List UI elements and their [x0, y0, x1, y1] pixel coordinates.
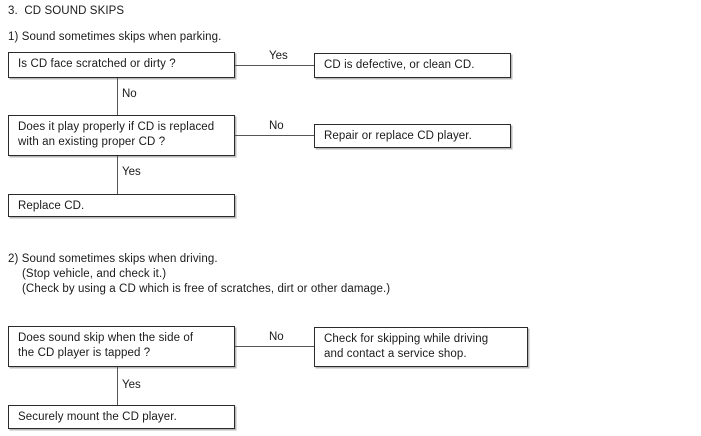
result-box-cd-defective-or-clean: CD is defective, or clean CD.: [314, 53, 511, 78]
page-title: 3. CD SOUND SKIPS: [8, 5, 125, 17]
decision-box-sound-skip-when-tapped: Does sound skip when the side of the CD …: [8, 326, 235, 367]
edge-label-q3-yes: Yes: [120, 379, 143, 392]
edge-label-q2-no: No: [267, 120, 286, 133]
edge-label-q1-yes: Yes: [267, 50, 290, 63]
result-box-repair-replace-player: Repair or replace CD player.: [314, 124, 511, 148]
result-box-replace-cd: Replace CD.: [8, 194, 235, 217]
edge-label-q2-yes: Yes: [120, 166, 143, 179]
connector-q3-yes: [117, 367, 118, 405]
result-box-securely-mount-player: Securely mount the CD player.: [8, 405, 235, 429]
decision-box-cd-face-scratched: Is CD face scratched or dirty ?: [8, 52, 235, 78]
connector-q1-no: [117, 78, 118, 115]
edge-label-q1-no: No: [120, 88, 139, 101]
edge-label-q3-no: No: [267, 331, 286, 344]
connector-q1-yes: [235, 65, 314, 66]
connector-q2-no: [235, 135, 314, 136]
connector-q2-yes: [117, 156, 118, 194]
section-1-heading: 1) Sound sometimes skips when parking.: [8, 31, 222, 43]
result-box-check-skipping-contact-service: Check for skipping while driving and con…: [314, 327, 528, 367]
section-2-heading-line-3: (Check by using a CD which is free of sc…: [22, 283, 391, 295]
connector-q3-no: [235, 346, 314, 347]
section-2-heading-line-2: (Stop vehicle, and check it.): [22, 268, 167, 280]
section-2-heading-line-1: 2) Sound sometimes skips when driving.: [8, 253, 218, 265]
decision-box-plays-with-other-cd: Does it play properly if CD is replaced …: [8, 115, 235, 156]
